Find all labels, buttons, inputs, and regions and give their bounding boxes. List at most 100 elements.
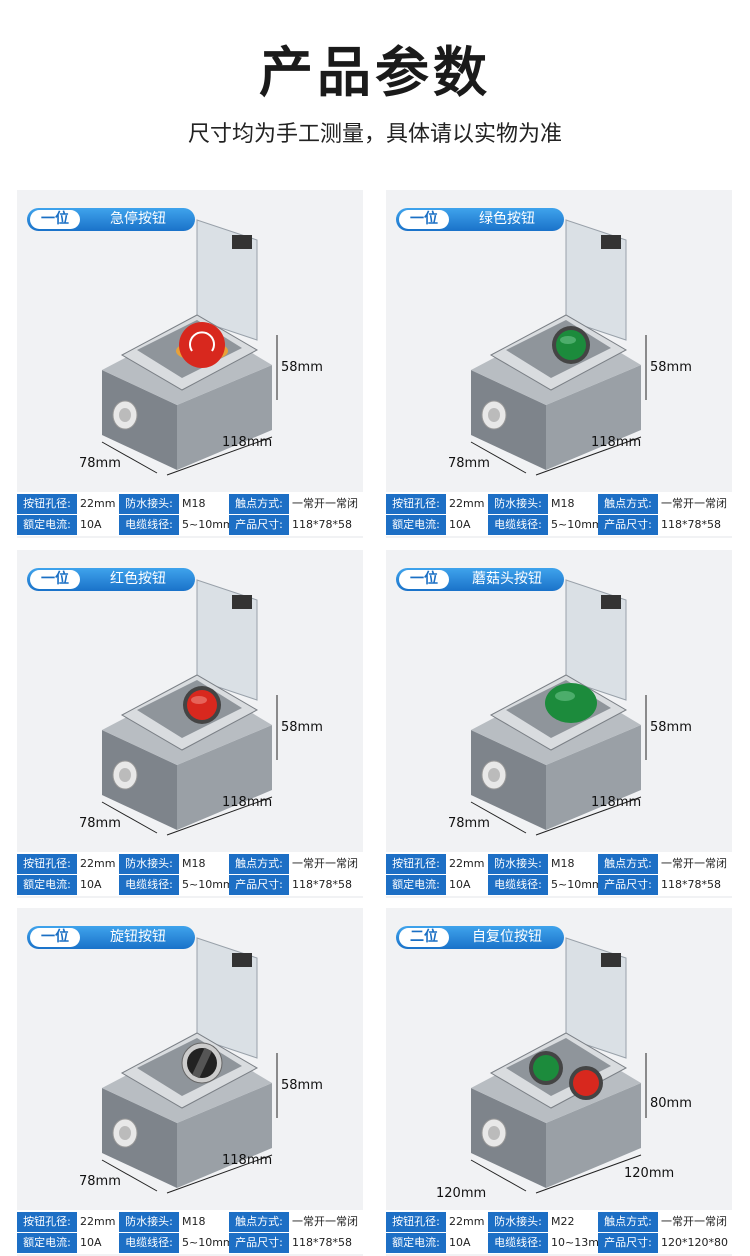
dim-length: 120mm	[624, 1166, 675, 1181]
spec-table: 按钮孔径: 22mm 防水接头: M18 触点方式: 一常开一常闭 额定电流: …	[386, 852, 732, 896]
dim-height: 58mm	[650, 720, 692, 735]
spec-value-size: 118*78*58	[289, 1233, 363, 1253]
spec-label-current: 额定电流:	[17, 1233, 77, 1253]
spec-value-contact: 一常开一常闭	[289, 854, 363, 874]
product-tag: 一位 急停按钮	[27, 208, 195, 231]
flat-green-icon	[470, 219, 647, 476]
spec-label-hole: 按钮孔径:	[17, 1212, 77, 1232]
spec-value-cable: 10~13mm	[548, 1233, 598, 1253]
dim-length: 118mm	[591, 795, 642, 810]
spec-label-current: 额定电流:	[17, 875, 77, 895]
spec-value-joint: M18	[548, 494, 598, 514]
enclosure-photo	[470, 219, 647, 476]
spec-label-joint: 防水接头:	[119, 1212, 179, 1232]
dim-height: 58mm	[281, 720, 323, 735]
spec-value-hole: 22mm	[77, 1212, 119, 1232]
spec-value-size: 118*78*58	[289, 515, 363, 535]
spec-label-contact: 触点方式:	[229, 494, 289, 514]
spec-label-current: 额定电流:	[386, 875, 446, 895]
dim-length: 118mm	[222, 795, 273, 810]
position-count: 二位	[399, 928, 449, 947]
enclosure-photo	[101, 937, 278, 1194]
product-name: 旋钮按钮	[110, 929, 166, 945]
spec-table: 按钮孔径: 22mm 防水接头: M18 触点方式: 一常开一常闭 额定电流: …	[17, 492, 363, 536]
spec-table: 按钮孔径: 22mm 防水接头: M18 触点方式: 一常开一常闭 额定电流: …	[17, 852, 363, 896]
spec-label-size: 产品尺寸:	[598, 875, 658, 895]
mushroom-green-icon	[470, 579, 647, 836]
spec-label-cable: 电缆线径:	[488, 1233, 548, 1253]
spec-value-hole: 22mm	[77, 494, 119, 514]
spec-label-hole: 按钮孔径:	[386, 494, 446, 514]
spec-label-cable: 电缆线径:	[488, 875, 548, 895]
spec-table: 按钮孔径: 22mm 防水接头: M18 触点方式: 一常开一常闭 额定电流: …	[386, 492, 732, 536]
spec-value-size: 118*78*58	[658, 515, 732, 535]
spec-label-contact: 触点方式:	[598, 1212, 658, 1232]
dim-height: 58mm	[281, 1078, 323, 1093]
product-tag: 二位 自复位按钮	[396, 926, 564, 949]
spec-value-size: 118*78*58	[289, 875, 363, 895]
spec-label-contact: 触点方式:	[229, 854, 289, 874]
product-name: 绿色按钮	[479, 211, 535, 227]
spec-label-joint: 防水接头:	[119, 854, 179, 874]
spec-value-hole: 22mm	[446, 854, 488, 874]
product-name: 急停按钮	[110, 211, 166, 227]
spec-label-joint: 防水接头:	[488, 494, 548, 514]
spec-label-hole: 按钮孔径:	[386, 1212, 446, 1232]
dim-width: 78mm	[79, 816, 121, 831]
spec-label-size: 产品尺寸:	[598, 515, 658, 535]
spec-value-current: 10A	[446, 1233, 488, 1253]
spec-label-joint: 防水接头:	[488, 854, 548, 874]
spec-value-contact: 一常开一常闭	[658, 1212, 732, 1232]
spec-table: 按钮孔径: 22mm 防水接头: M18 触点方式: 一常开一常闭 额定电流: …	[17, 1210, 363, 1254]
spec-label-contact: 触点方式:	[229, 1212, 289, 1232]
page-subtitle: 尺寸均为手工测量，具体请以实物为准	[187, 122, 562, 147]
dim-height: 58mm	[281, 360, 323, 375]
enclosure-photo	[470, 937, 647, 1194]
spec-label-hole: 按钮孔径:	[386, 854, 446, 874]
spec-label-joint: 防水接头:	[119, 494, 179, 514]
spec-value-cable: 5~10mm	[179, 1233, 229, 1253]
dual-green-red-icon	[470, 937, 647, 1194]
spec-label-size: 产品尺寸:	[598, 1233, 658, 1253]
spec-value-cable: 5~10mm	[548, 875, 598, 895]
position-count: 一位	[30, 570, 80, 589]
spec-value-contact: 一常开一常闭	[658, 494, 732, 514]
rotary-knob-icon	[101, 937, 278, 1194]
position-count: 一位	[30, 210, 80, 229]
flat-red-icon	[101, 579, 278, 836]
spec-value-current: 10A	[446, 875, 488, 895]
spec-label-size: 产品尺寸:	[229, 875, 289, 895]
spec-label-contact: 触点方式:	[598, 854, 658, 874]
dim-width: 78mm	[79, 456, 121, 471]
spec-label-hole: 按钮孔径:	[17, 854, 77, 874]
dim-length: 118mm	[222, 1153, 273, 1168]
spec-label-cable: 电缆线径:	[488, 515, 548, 535]
product-name: 蘑菇头按钮	[472, 571, 542, 587]
product-tag: 一位 蘑菇头按钮	[396, 568, 564, 591]
spec-value-hole: 22mm	[446, 494, 488, 514]
spec-label-joint: 防水接头:	[488, 1212, 548, 1232]
spec-label-current: 额定电流:	[386, 1233, 446, 1253]
spec-label-cable: 电缆线径:	[119, 1233, 179, 1253]
spec-value-joint: M22	[548, 1212, 598, 1232]
spec-value-joint: M18	[179, 854, 229, 874]
spec-value-contact: 一常开一常闭	[658, 854, 732, 874]
spec-value-cable: 5~10mm	[179, 515, 229, 535]
dim-height: 58mm	[650, 360, 692, 375]
spec-label-current: 额定电流:	[17, 515, 77, 535]
dim-height: 80mm	[650, 1096, 692, 1111]
dim-width: 78mm	[79, 1174, 121, 1189]
dim-width: 78mm	[448, 456, 490, 471]
spec-value-size: 118*78*58	[658, 875, 732, 895]
spec-table: 按钮孔径: 22mm 防水接头: M22 触点方式: 一常开一常闭 额定电流: …	[386, 1210, 732, 1254]
spec-label-cable: 电缆线径:	[119, 515, 179, 535]
spec-value-joint: M18	[179, 1212, 229, 1232]
dim-length: 118mm	[591, 435, 642, 450]
product-card: 二位 自复位按钮 80mm 120mm 120mm 按钮孔径: 22mm 防水接…	[386, 908, 732, 1256]
dim-width: 120mm	[436, 1186, 487, 1201]
spec-value-current: 10A	[446, 515, 488, 535]
product-tag: 一位 绿色按钮	[396, 208, 564, 231]
spec-label-cable: 电缆线径:	[119, 875, 179, 895]
spec-value-current: 10A	[77, 875, 119, 895]
enclosure-photo	[101, 219, 278, 476]
